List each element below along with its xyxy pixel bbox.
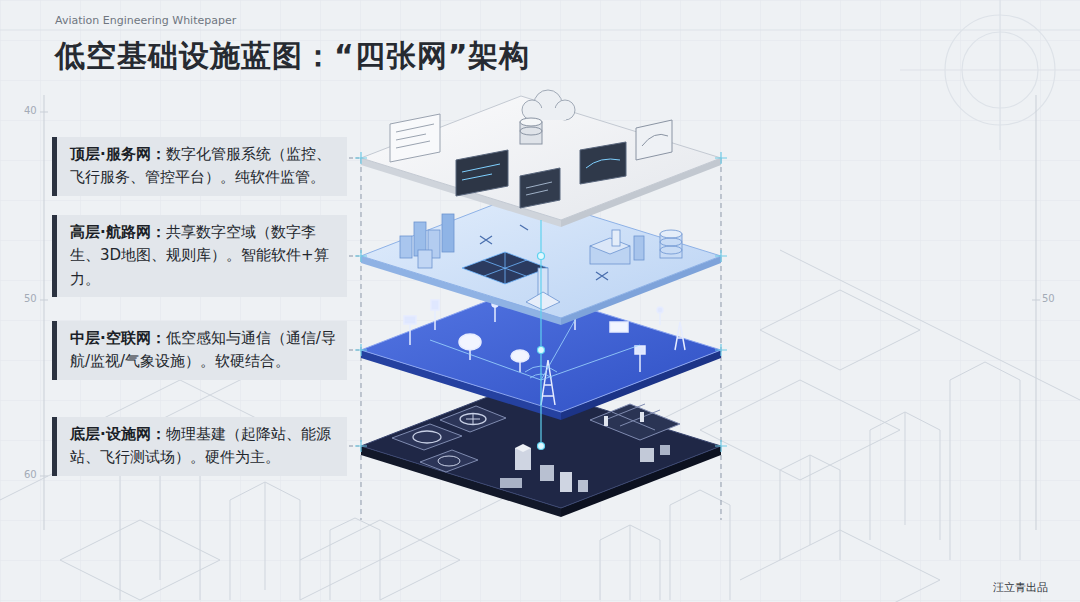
- ruler-number: 50: [1042, 293, 1055, 304]
- ruler-number: 60: [24, 469, 37, 480]
- layer-heading: 高层·航路网：: [70, 223, 166, 241]
- layer-heading: 底层·设施网：: [70, 425, 166, 443]
- layer-label-box: 底层·设施网：物理基建（起降站、能源站、飞行测试场）。硬件为主。: [52, 417, 347, 476]
- label-text: 底层·设施网：物理基建（起降站、能源站、飞行测试场）。硬件为主。: [70, 423, 339, 470]
- layer-label-box: 顶层·服务网：数字化管服系统（监控、飞行服务、管控平台）。纯软件监管。: [52, 137, 347, 196]
- label-text: 顶层·服务网：数字化管服系统（监控、飞行服务、管控平台）。纯软件监管。: [70, 143, 339, 190]
- label-text: 中层·空联网：低空感知与通信（通信/导航/监视/气象设施）。软硬结合。: [70, 327, 339, 374]
- layer-heading: 顶层·服务网：: [70, 145, 166, 163]
- label-text: 高层·航路网：共享数字空域（数字李生、3D地图、规则库）。智能软件+算力。: [70, 221, 339, 291]
- ruler-number: 50: [24, 293, 37, 304]
- diagram-title: 低空基础设施蓝图：“四张网”架构: [55, 36, 530, 77]
- author-mark: 汪立青出品: [993, 580, 1048, 595]
- layer-heading: 中层·空联网：: [70, 329, 166, 347]
- layer-label-box: 中层·空联网：低空感知与通信（通信/导航/监视/气象设施）。软硬结合。: [52, 321, 347, 380]
- layer-label-box: 高层·航路网：共享数字空域（数字李生、3D地图、规则库）。智能软件+算力。: [52, 215, 347, 297]
- ruler-number: 40: [24, 105, 37, 116]
- header-tag: Aviation Engineering Whitepaper: [55, 14, 236, 27]
